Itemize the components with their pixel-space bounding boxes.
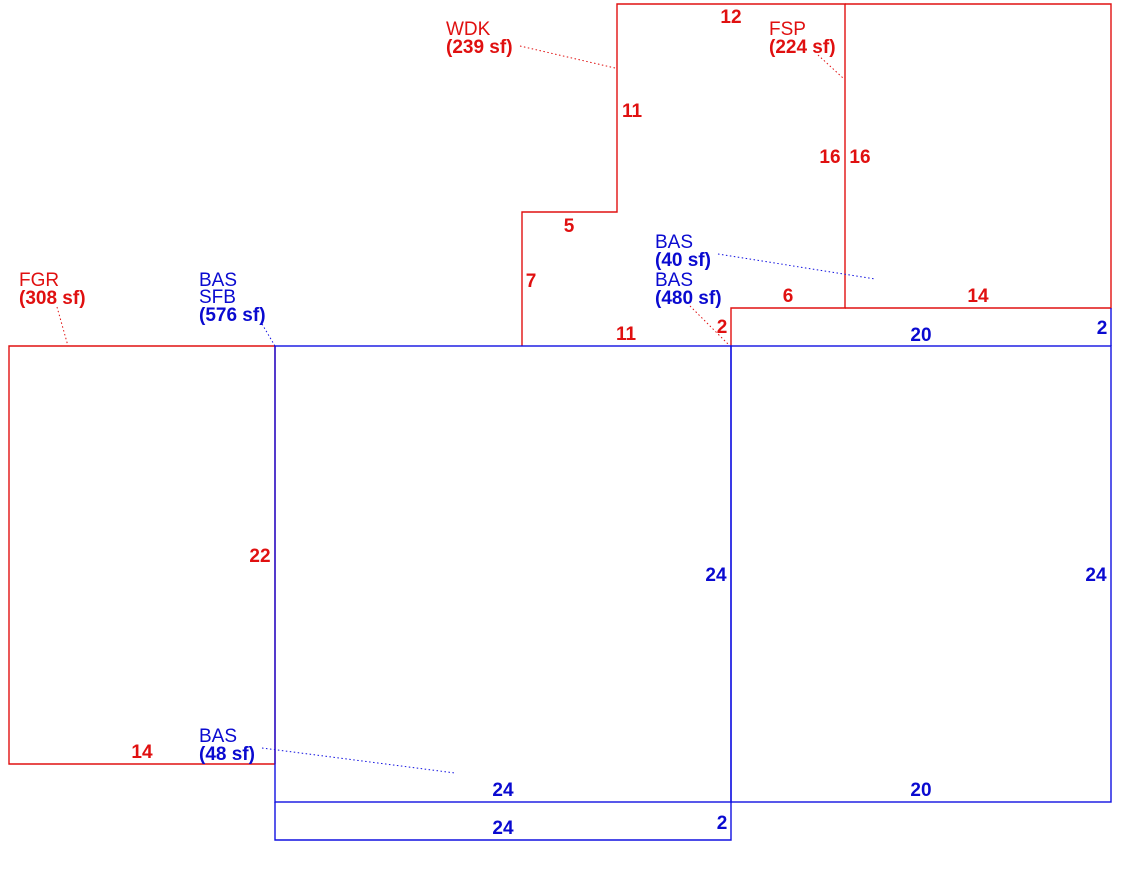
dim-fsp-bottom-right: 14 <box>967 286 989 307</box>
sfb-label: SFB <box>199 287 236 308</box>
dim-right-main-right: 24 <box>1085 565 1107 586</box>
dim-main-bottom: 24 <box>492 780 514 801</box>
dim-fgr-bottom: 14 <box>131 742 153 763</box>
dim-wdk-left-lower: 7 <box>526 271 537 292</box>
dim-wdk-top: 12 <box>720 7 741 28</box>
fgr-leader <box>56 306 69 347</box>
fgr-outline <box>8 345 276 765</box>
wdk-area: (239 sf) <box>446 37 513 58</box>
dim-wdk-bottom: 11 <box>616 324 637 345</box>
bas-main-area: (576 sf) <box>199 305 266 326</box>
dim-wdk-right-short: 2 <box>717 317 728 338</box>
bas-480-leader <box>689 305 730 346</box>
dim-fsp-left: 16 <box>849 147 870 168</box>
dim-bottom-strip: 24 <box>492 818 514 839</box>
bas-40-label: BAS <box>655 232 693 253</box>
fgr-area: (308 sf) <box>19 288 86 309</box>
bas-48-area: (48 sf) <box>199 744 255 765</box>
wdk-label: WDK <box>446 19 491 40</box>
fsp-leader <box>817 54 844 79</box>
bas-40-leader <box>717 253 876 280</box>
dim-bottom-strip-side: 2 <box>717 813 728 834</box>
fsp-area: (224 sf) <box>769 37 836 58</box>
dim-right-strip-top: 20 <box>910 325 931 346</box>
bas-480-area: (480 sf) <box>655 288 722 309</box>
fsp-label: FSP <box>769 19 806 40</box>
dim-wdk-left-upper: 11 <box>622 101 643 122</box>
dim-right-main-bottom: 20 <box>910 780 931 801</box>
fgr-label: FGR <box>19 270 59 291</box>
fsp-outline <box>845 3 1112 309</box>
wdk-leader <box>519 45 616 69</box>
dim-wdk-right: 16 <box>819 147 840 168</box>
bas-48-outline <box>274 802 732 841</box>
bas-48-label: BAS <box>199 726 237 747</box>
dim-right-strip-side: 2 <box>1097 318 1108 339</box>
bas-480-label: BAS <box>655 270 693 291</box>
bas-480-outline <box>730 345 1112 803</box>
dim-fsp-bottom-left: 6 <box>783 286 794 307</box>
bas-main-leader <box>261 323 276 347</box>
bas-40-area: (40 sf) <box>655 250 711 271</box>
bas-main-outline <box>274 345 732 803</box>
dim-fgr-right: 22 <box>249 546 270 567</box>
dim-wdk-step: 5 <box>564 216 575 237</box>
bas-48-leader <box>261 747 456 774</box>
dim-main-right: 24 <box>705 565 727 586</box>
wdk-outline <box>521 3 846 346</box>
bas-main-label: BAS <box>199 270 237 291</box>
